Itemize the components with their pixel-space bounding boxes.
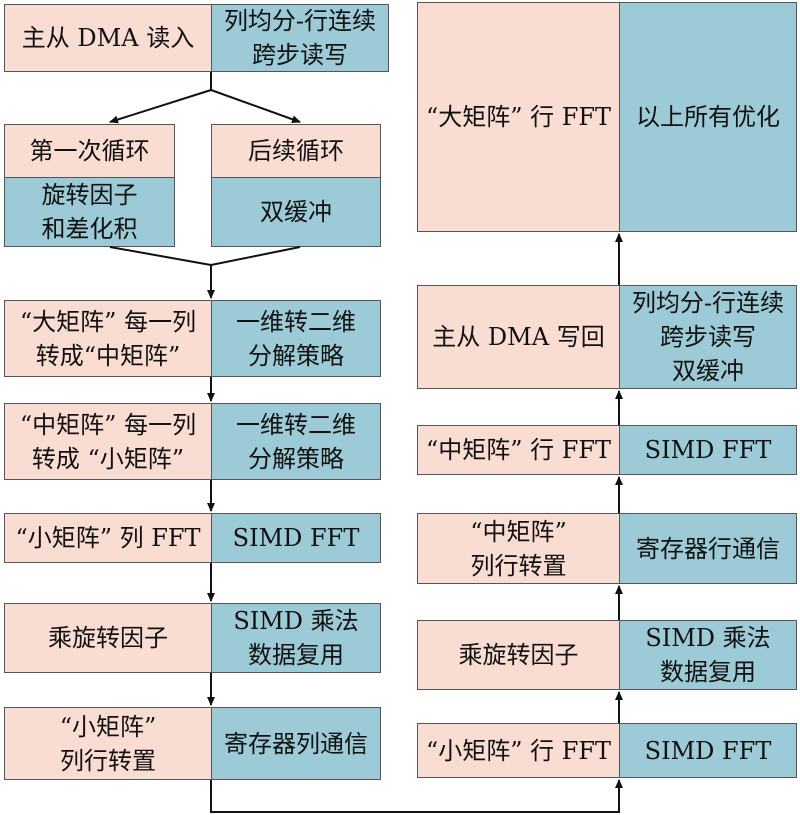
later-loop-strategy: 双缓冲: [211, 177, 381, 247]
dma-write-step: 主从 DMA 写回: [417, 285, 620, 389]
dma-read-strategy: 列均分-行连续 跨步读写: [211, 4, 389, 72]
small-transpose-strategy: 寄存器列通信: [211, 707, 381, 780]
first-loop-step: 第一次循环: [4, 124, 175, 178]
big-to-mid-step: “大矩阵” 每一列 转成“中矩阵”: [4, 300, 212, 377]
big-to-mid-strategy: 一维转二维 分解策略: [211, 300, 381, 377]
mid-to-small-strategy: 一维转二维 分解策略: [211, 403, 381, 480]
later-loop-step: 后续循环: [211, 124, 381, 178]
small-col-fft-strategy: SIMD FFT: [211, 513, 381, 563]
mid-transpose-strategy: 寄存器行通信: [619, 513, 797, 584]
dma-read-step: 主从 DMA 读入: [4, 4, 212, 72]
merge-line-later-loop: [210, 246, 301, 266]
small-col-fft-step: “小矩阵” 列 FFT: [4, 513, 212, 563]
mid-transpose-step: “中矩阵” 列行转置: [417, 513, 620, 584]
bottom-connector: [210, 779, 623, 813]
left-twiddle-strategy: SIMD 乘法 数据复用: [211, 603, 381, 673]
merge-line-first-loop: [109, 246, 212, 266]
small-transpose-step: “小矩阵” 列行转置: [4, 707, 212, 780]
dma-write-strategy: 列均分-行连续 跨步读写 双缓冲: [619, 285, 797, 389]
mid-row-fft-step: “中矩阵” 行 FFT: [417, 425, 620, 475]
mid-to-small-step: “中矩阵” 每一列 转成 “小矩阵”: [4, 403, 212, 480]
split-arrow-later-loop: [210, 89, 301, 124]
right-twiddle-strategy: SIMD 乘法 数据复用: [619, 620, 797, 690]
small-row-fft-step: “小矩阵” 行 FFT: [417, 723, 620, 778]
left-twiddle-step: 乘旋转因子: [4, 603, 212, 673]
big-row-fft-strategy: 以上所有优化: [619, 2, 797, 232]
mid-row-fft-strategy: SIMD FFT: [619, 425, 797, 475]
first-loop-strategy: 旋转因子 和差化积: [4, 177, 175, 247]
split-arrow-first-loop: [109, 89, 212, 124]
small-row-fft-strategy: SIMD FFT: [619, 723, 797, 778]
big-row-fft-step: “大矩阵” 行 FFT: [417, 2, 620, 232]
right-twiddle-step: 乘旋转因子: [417, 620, 620, 690]
